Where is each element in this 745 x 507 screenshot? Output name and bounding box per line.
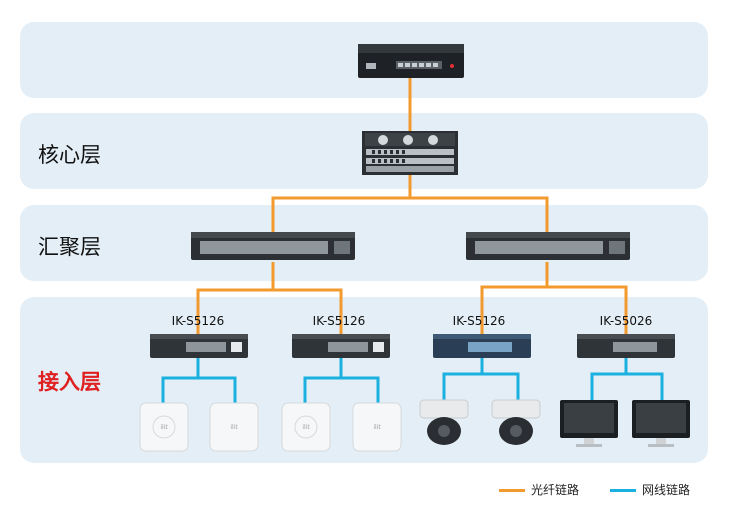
- monitor-1: [560, 400, 618, 447]
- ap-logo-3: ilit: [302, 424, 310, 431]
- access-switch-4: [577, 334, 675, 358]
- access-switch-2-model: IK-S5126: [312, 314, 366, 328]
- access-point-1: [139, 402, 189, 452]
- ap-logo-4: ilit: [373, 424, 381, 431]
- fiber-links: [196, 78, 628, 334]
- legend-ethernet-label: 网线链路: [642, 483, 691, 497]
- access-point-3: [281, 402, 331, 452]
- access-switch-3: [433, 334, 531, 358]
- gateway-firewall-device: [358, 44, 464, 78]
- legend-fiber-label: 光纤链路: [531, 483, 580, 497]
- ap-logo-1: ilit: [160, 424, 168, 431]
- core-chassis-switch: [362, 131, 458, 175]
- legend-ethernet: 网线链路: [610, 481, 690, 498]
- core-layer-label: 核心层: [38, 143, 101, 167]
- dome-camera-1: [419, 399, 469, 445]
- legend-fiber-swatch: [499, 489, 525, 492]
- access-point-2: [209, 402, 259, 452]
- monitor-2: [632, 400, 690, 447]
- ap-logo-2: ilit: [230, 424, 238, 431]
- access-switch-4-model: IK-S5026: [599, 314, 653, 328]
- access-switch-2: [292, 334, 390, 358]
- access-switch-1: [150, 334, 248, 358]
- aggregation-switch-left: [191, 232, 355, 260]
- access-switch-1-model: IK-S5126: [171, 314, 225, 328]
- legend-ethernet-swatch: [610, 489, 636, 492]
- legend-fiber: 光纤链路: [499, 481, 579, 498]
- dome-camera-2: [491, 399, 541, 445]
- aggregation-layer-label: 汇聚层: [38, 235, 101, 259]
- access-switch-3-model: IK-S5126: [452, 314, 506, 328]
- aggregation-switch-right: [466, 232, 630, 260]
- access-point-4: [352, 402, 402, 452]
- ethernet-links: [161, 357, 664, 403]
- access-layer-label: 接入层: [38, 370, 101, 394]
